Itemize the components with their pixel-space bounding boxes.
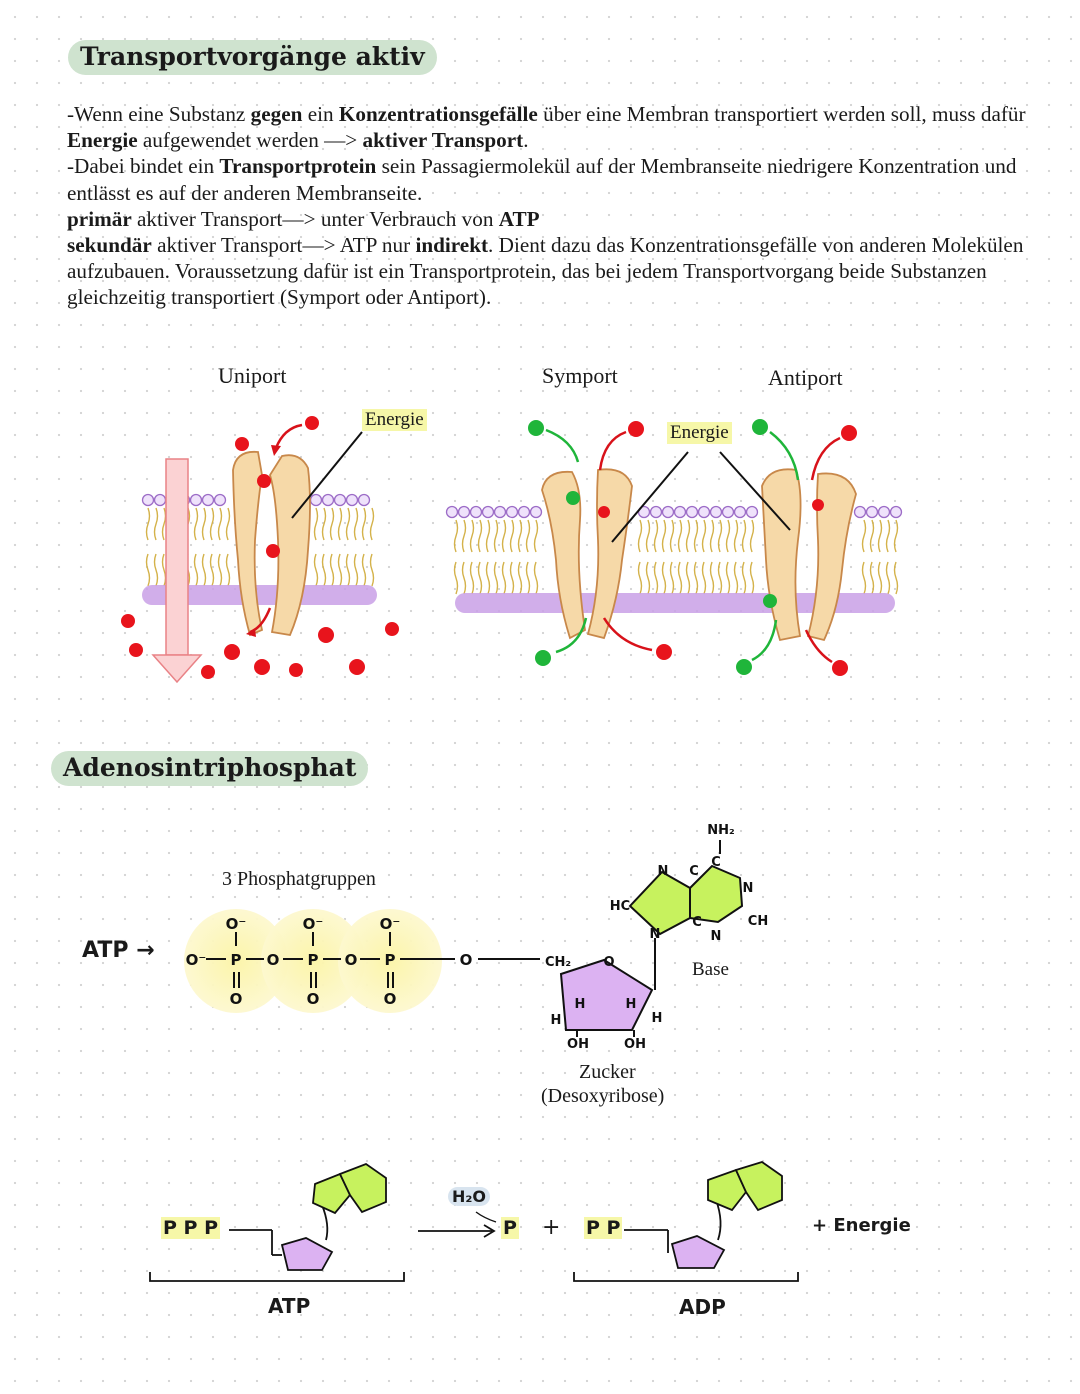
paragraph-line: primär aktiver Transport—> unter Verbrau… <box>67 206 540 231</box>
reaction-schematic <box>149 1161 799 1282</box>
svg-text:O: O <box>230 990 243 1008</box>
paragraph-line: -Dabei bindet ein Transportprotein sein … <box>67 154 1017 205</box>
section-title-atp: Adenosintriphosphat <box>51 751 369 786</box>
paragraph-line: -Wenn eine Substanz gegen ein Konzentrat… <box>67 102 1026 153</box>
svg-text:H: H <box>652 1011 663 1026</box>
adp-base-icon-5 <box>707 1168 748 1212</box>
energie-label-1: Energie <box>362 409 427 431</box>
svg-text:HC: HC <box>610 899 630 914</box>
symport-antiport-diagram <box>445 419 903 676</box>
svg-text:OH: OH <box>567 1037 589 1052</box>
atp-arrow-label: ATP → <box>82 938 155 963</box>
energie-label-2: Energie <box>667 422 732 444</box>
adp-base-icon-6 <box>734 1161 783 1212</box>
atp-base-icon-5 <box>312 1172 352 1215</box>
uniport-label: Uniport <box>218 363 287 388</box>
base-ring-6 <box>689 864 744 924</box>
atp-phosphates: P P P <box>161 1217 221 1239</box>
water-label: H₂O <box>448 1187 490 1206</box>
energy-label: + Energie <box>812 1215 911 1236</box>
adp-sugar-icon <box>670 1235 726 1269</box>
sugar-sublabel: (Desoxyribose) <box>541 1085 665 1107</box>
svg-text:NH₂: NH₂ <box>707 823 734 838</box>
svg-text:H: H <box>551 1013 562 1028</box>
atp-base-icon-6 <box>338 1162 387 1214</box>
uniport-protein <box>232 450 311 637</box>
svg-text:C: C <box>692 915 702 930</box>
svg-text:P: P <box>385 951 396 969</box>
svg-text:CH: CH <box>748 914 768 929</box>
atp-structure: O⁻ O⁻ O⁻ O⁻ P P P O O O O O O CH₂ O H H … <box>184 823 768 1052</box>
svg-text:N: N <box>650 927 661 942</box>
svg-text:OH: OH <box>624 1037 646 1052</box>
uniport-diagram <box>121 416 399 684</box>
phosphate-groups-label: 3 Phosphatgruppen <box>222 868 376 890</box>
svg-text:N: N <box>711 929 722 944</box>
svg-text:O: O <box>603 955 614 970</box>
uniport-molecules <box>121 416 399 679</box>
svg-text:N: N <box>658 864 669 879</box>
section-title-transport: Transportvorgänge aktiv <box>68 40 437 75</box>
svg-text:O⁻: O⁻ <box>303 915 324 933</box>
atp-reaction-label: ATP <box>268 1294 311 1318</box>
sugar-ring <box>559 958 654 1031</box>
svg-text:P: P <box>308 951 319 969</box>
secondary-molecules <box>528 419 857 676</box>
adp-reaction-label: ADP <box>679 1295 726 1319</box>
svg-text:O: O <box>345 951 358 969</box>
svg-text:O: O <box>267 951 280 969</box>
symport-label: Symport <box>542 363 618 388</box>
base-label: Base <box>692 959 729 980</box>
svg-text:P: P <box>231 951 242 969</box>
concentration-gradient-arrow <box>151 458 203 684</box>
antiport-protein <box>761 468 857 642</box>
svg-text:H: H <box>575 997 586 1012</box>
paragraph-line: sekundär aktiver Transport—> ATP nur ind… <box>67 233 1024 310</box>
sugar-label: Zucker <box>579 1061 636 1083</box>
svg-text:O: O <box>384 990 397 1008</box>
antiport-label: Antiport <box>768 365 843 390</box>
plus-sign: + <box>542 1215 561 1240</box>
svg-text:H: H <box>626 997 637 1012</box>
svg-text:O: O <box>307 990 320 1008</box>
atp-sugar-icon <box>280 1237 334 1271</box>
svg-text:C: C <box>711 855 721 870</box>
base-ring-5 <box>628 870 691 936</box>
svg-text:CH₂: CH₂ <box>545 955 571 970</box>
svg-text:O: O <box>460 951 473 969</box>
uniport-membrane <box>141 493 377 605</box>
svg-text:O⁻: O⁻ <box>380 915 401 933</box>
svg-text:N: N <box>743 881 754 896</box>
svg-text:C: C <box>689 864 699 879</box>
o-minus-left: O⁻ <box>186 951 207 969</box>
svg-text:O⁻: O⁻ <box>226 915 247 933</box>
adp-phosphates: P P <box>584 1217 623 1239</box>
free-phosphate: P <box>501 1217 519 1239</box>
transport-paragraph: -Wenn eine Substanz gegen ein Konzentrat… <box>67 101 1027 311</box>
